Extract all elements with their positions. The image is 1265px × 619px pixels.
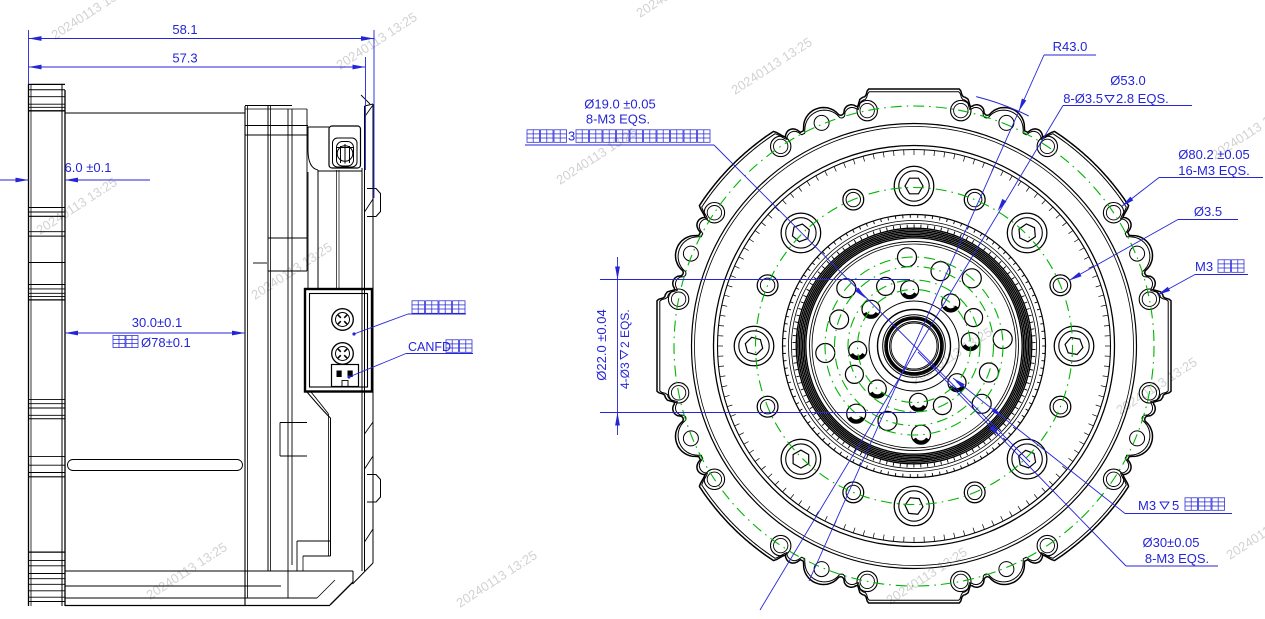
svg-text:30.0±0.1: 30.0±0.1: [132, 315, 183, 330]
svg-text:2 EQS.: 2 EQS.: [618, 309, 632, 348]
svg-text:Ø30±0.05: Ø30±0.05: [1142, 535, 1199, 550]
svg-text:M3: M3: [1138, 498, 1156, 513]
svg-text:6.0 ±0.1: 6.0 ±0.1: [65, 160, 112, 175]
svg-text:Ø78±0.1: Ø78±0.1: [141, 335, 191, 350]
svg-text:8-M3 EQS.: 8-M3 EQS.: [1145, 551, 1209, 566]
svg-text:Ø53.0: Ø53.0: [1110, 73, 1145, 88]
svg-text:58.1: 58.1: [172, 22, 197, 37]
svg-text:Ø22.0 ±0.04: Ø22.0 ±0.04: [594, 309, 609, 380]
svg-text:8-Ø3.5: 8-Ø3.5: [1063, 91, 1103, 106]
svg-text:3: 3: [568, 129, 575, 144]
svg-text:16-M3 EQS.: 16-M3 EQS.: [1178, 163, 1250, 178]
svg-text:4-Ø3: 4-Ø3: [618, 362, 632, 389]
svg-text:2.8 EQS.: 2.8 EQS.: [1116, 91, 1169, 106]
svg-text:CANFD: CANFD: [408, 340, 451, 354]
svg-text:M3: M3: [1195, 259, 1213, 274]
svg-text:R43.0: R43.0: [1053, 39, 1088, 54]
svg-text:Ø19.0 ±0.05: Ø19.0 ±0.05: [584, 97, 655, 112]
svg-text:57.3: 57.3: [172, 51, 197, 66]
svg-text:8-M3 EQS.: 8-M3 EQS.: [586, 112, 650, 127]
svg-text:Ø3.5: Ø3.5: [1194, 204, 1222, 219]
svg-text:Ø80.2 ±0.05: Ø80.2 ±0.05: [1178, 147, 1249, 162]
svg-text:5: 5: [1172, 498, 1179, 513]
